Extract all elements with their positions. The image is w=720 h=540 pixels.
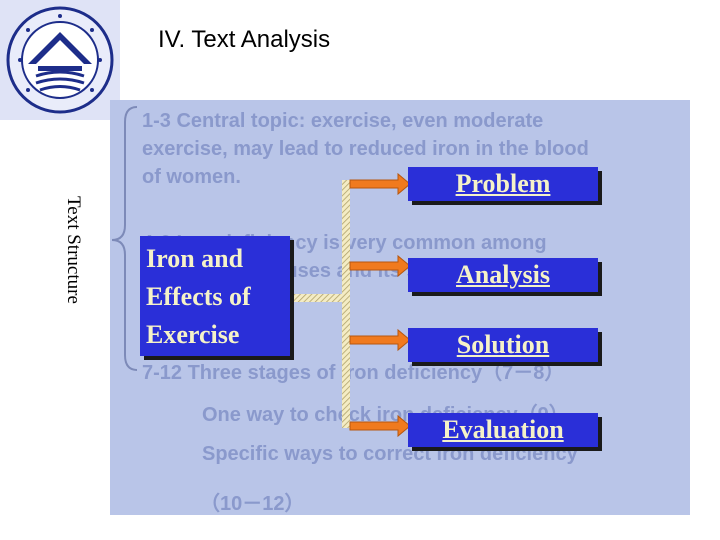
arrow-to-analysis — [349, 254, 411, 278]
connector-horizontal — [290, 294, 346, 302]
body-line-2: exercise, may lead to reduced iron in th… — [142, 138, 589, 160]
arrow-to-evaluation — [349, 414, 411, 438]
text-structure-label: Text Structure — [63, 196, 84, 304]
stage-problem[interactable]: Problem — [408, 167, 598, 201]
body-line-1: 1-3 Central topic: exercise, even modera… — [142, 110, 544, 132]
topic-line-3: Exercise — [146, 320, 240, 349]
arrow-to-problem — [349, 172, 411, 196]
topic-line-1: Iron and — [146, 244, 244, 273]
logo-panel — [0, 0, 120, 120]
body-line-9: （10－12） — [200, 493, 305, 515]
stage-solution[interactable]: Solution — [408, 328, 598, 362]
stage-analysis[interactable]: Analysis — [408, 258, 598, 292]
page-title: IV. Text Analysis — [158, 26, 331, 53]
connector-vertical — [342, 180, 350, 428]
arrow-to-solution — [349, 328, 411, 352]
topic-text: Iron and Effects of Exercise — [146, 240, 251, 354]
body-line-6: 7-12 Three stages of iron deficiency（7－8… — [142, 362, 565, 384]
left-brace — [111, 106, 138, 371]
stage-evaluation[interactable]: Evaluation — [408, 413, 598, 447]
body-line-3: of women. — [142, 166, 241, 188]
university-seal-logo — [6, 6, 114, 114]
topic-line-2: Effects of — [146, 282, 251, 311]
topic-box: Iron and Effects of Exercise — [140, 236, 290, 356]
body-line-8: Specific ways to correct iron deficiency — [202, 443, 578, 465]
